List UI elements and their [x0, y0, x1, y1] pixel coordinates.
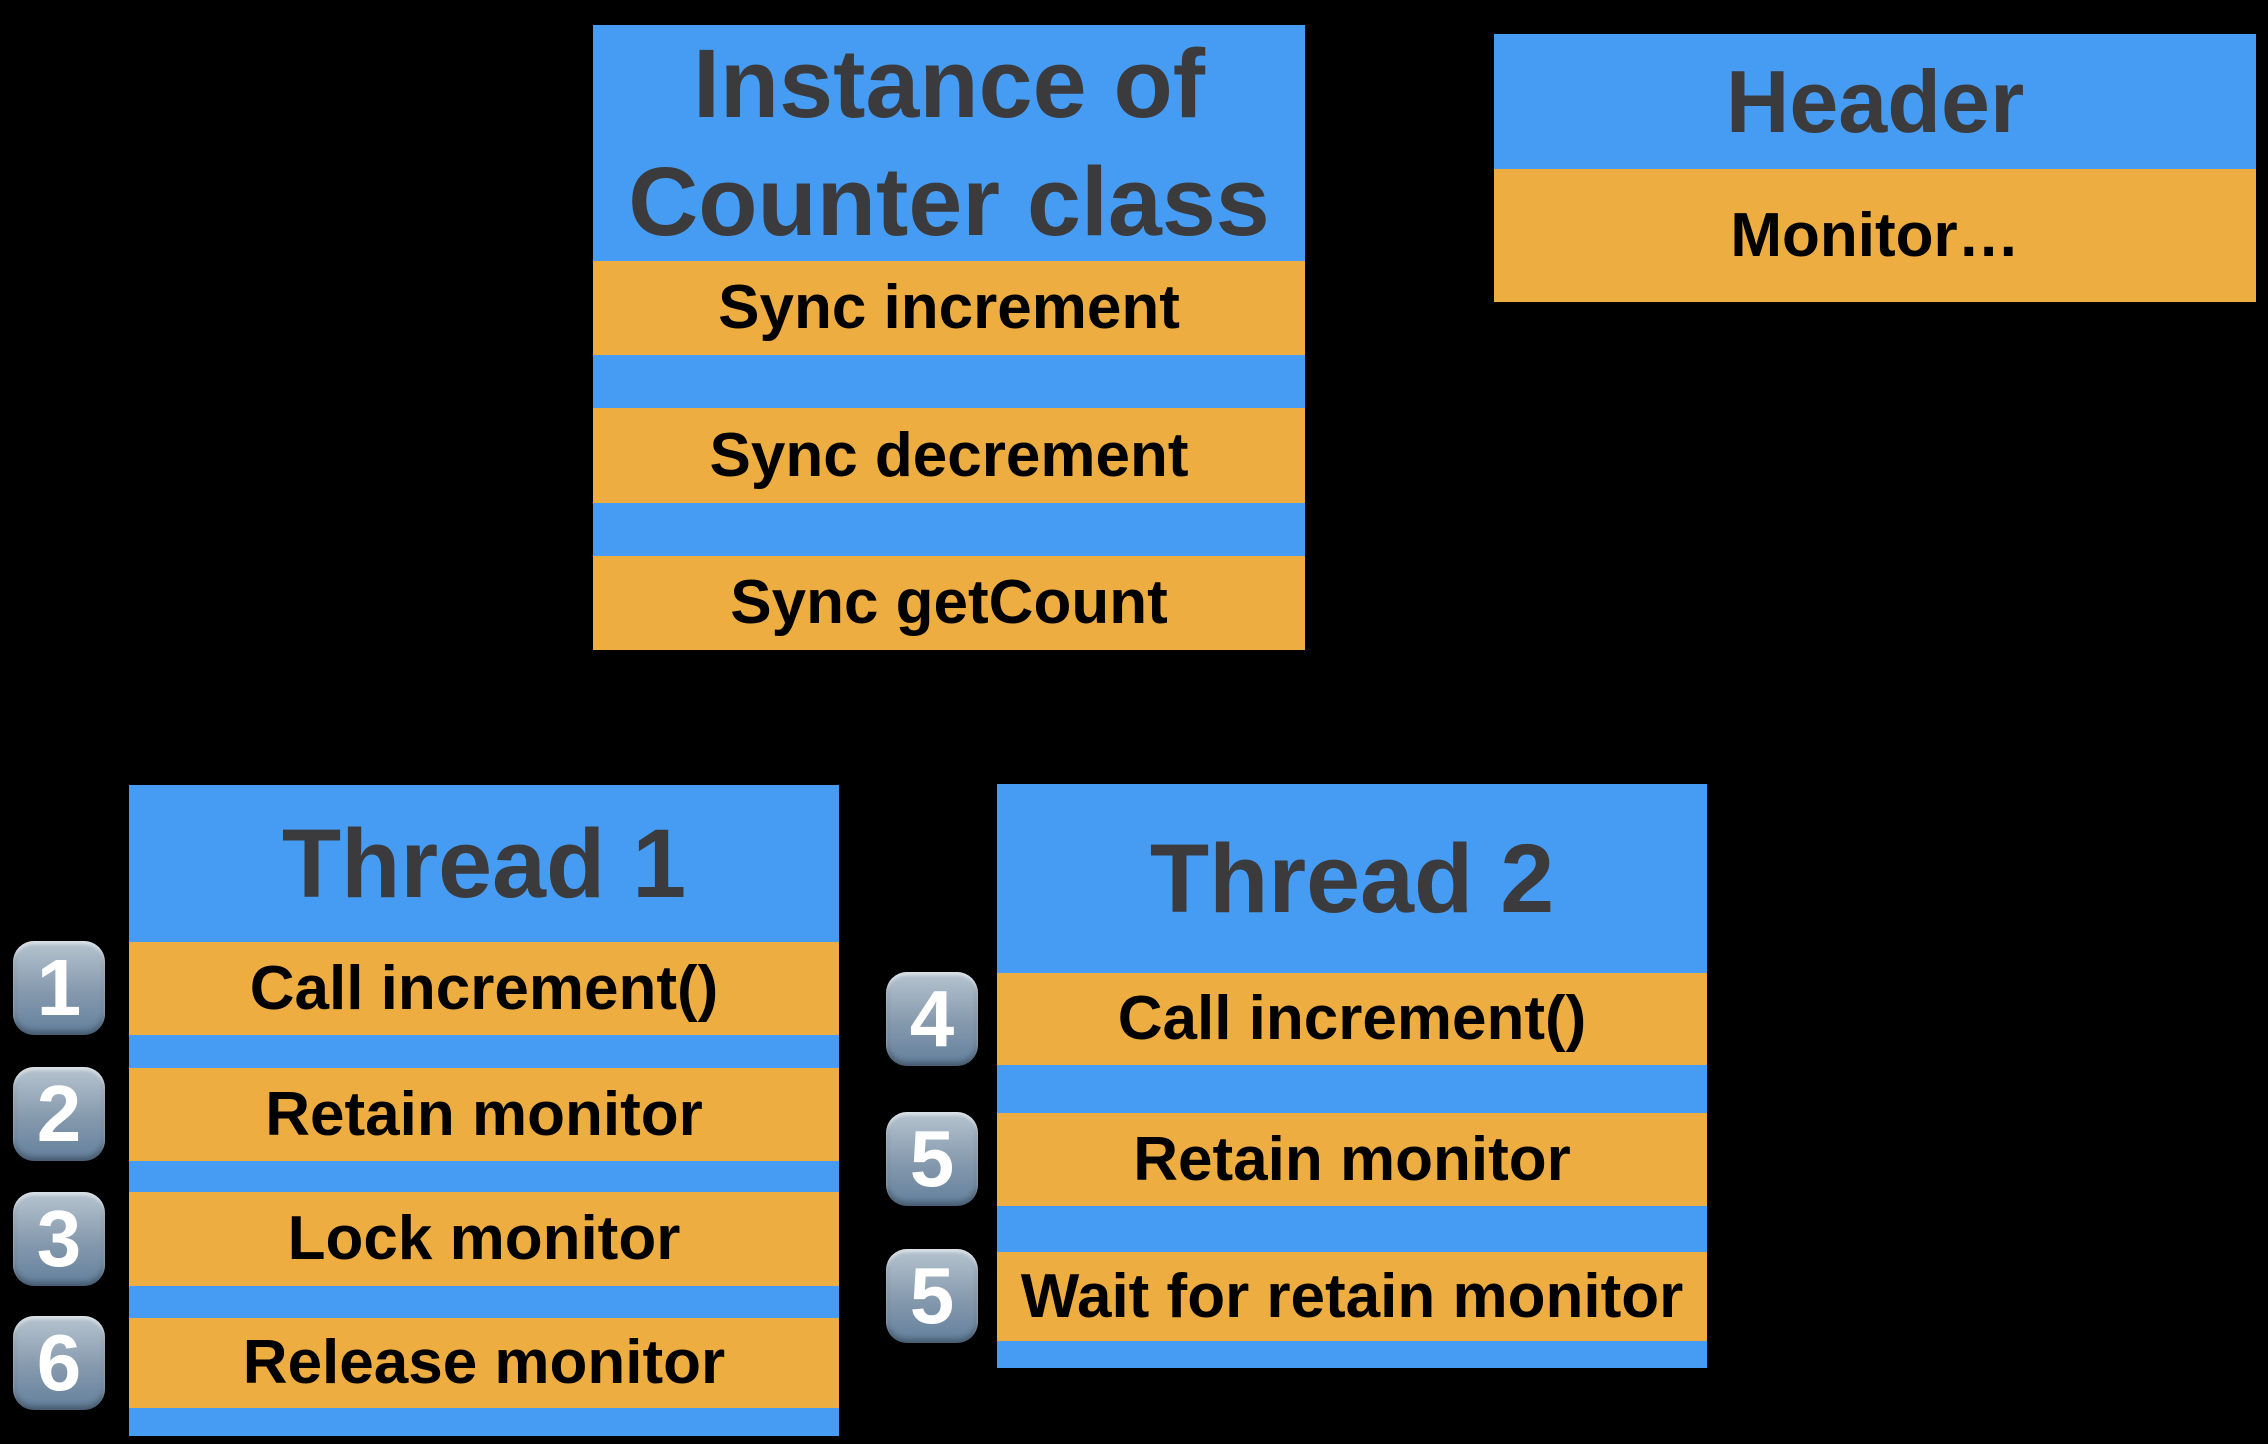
keycap-6-icon: 6: [13, 1316, 105, 1410]
keycap-4-icon: 4: [886, 972, 978, 1066]
instance-block-title: Instance of Counter class: [593, 25, 1305, 261]
thread-2-block: Thread 2 Call increment() Retain monitor…: [997, 784, 1707, 1368]
thread-1-block: Thread 1 Call increment() Retain monitor…: [129, 785, 839, 1436]
thread-2-row-wait-for-retain-monitor: Wait for retain monitor: [997, 1252, 1707, 1341]
thread-1-title: Thread 1: [129, 785, 839, 942]
keycap-5b-icon: 5: [886, 1249, 978, 1343]
header-monitor-block: Header Monitor…: [1494, 34, 2256, 302]
instance-row-sync-getcount: Sync getCount: [593, 556, 1305, 650]
instance-row-sync-decrement: Sync decrement: [593, 408, 1305, 503]
thread-2-title: Thread 2: [997, 784, 1707, 973]
thread-2-bottom-strip: [997, 1341, 1707, 1368]
thread-1-row-call-increment: Call increment(): [129, 942, 839, 1035]
thread-1-row-release-monitor: Release monitor: [129, 1318, 839, 1408]
instance-gap-2: [593, 503, 1305, 556]
instance-gap-1: [593, 355, 1305, 408]
thread-1-gap-1: [129, 1035, 839, 1068]
thread-2-gap-1: [997, 1065, 1707, 1113]
keycap-3-icon: 3: [13, 1192, 105, 1286]
thread-1-gap-2: [129, 1161, 839, 1192]
thread-1-bottom-strip: [129, 1408, 839, 1436]
thread-2-row-retain-monitor: Retain monitor: [997, 1113, 1707, 1206]
header-block-title: Header: [1494, 34, 2256, 169]
thread-1-row-lock-monitor: Lock monitor: [129, 1192, 839, 1286]
thread-1-row-retain-monitor: Retain monitor: [129, 1068, 839, 1161]
thread-2-row-call-increment: Call increment(): [997, 973, 1707, 1065]
keycap-2-icon: 2: [13, 1067, 105, 1161]
instance-row-sync-increment: Sync increment: [593, 261, 1305, 355]
keycap-5-icon: 5: [886, 1112, 978, 1206]
thread-1-gap-3: [129, 1286, 839, 1318]
instance-of-counter-class-block: Instance of Counter class Sync increment…: [593, 25, 1305, 650]
header-row-monitor: Monitor…: [1494, 169, 2256, 302]
keycap-1-icon: 1: [13, 941, 105, 1035]
thread-2-gap-2: [997, 1206, 1707, 1252]
